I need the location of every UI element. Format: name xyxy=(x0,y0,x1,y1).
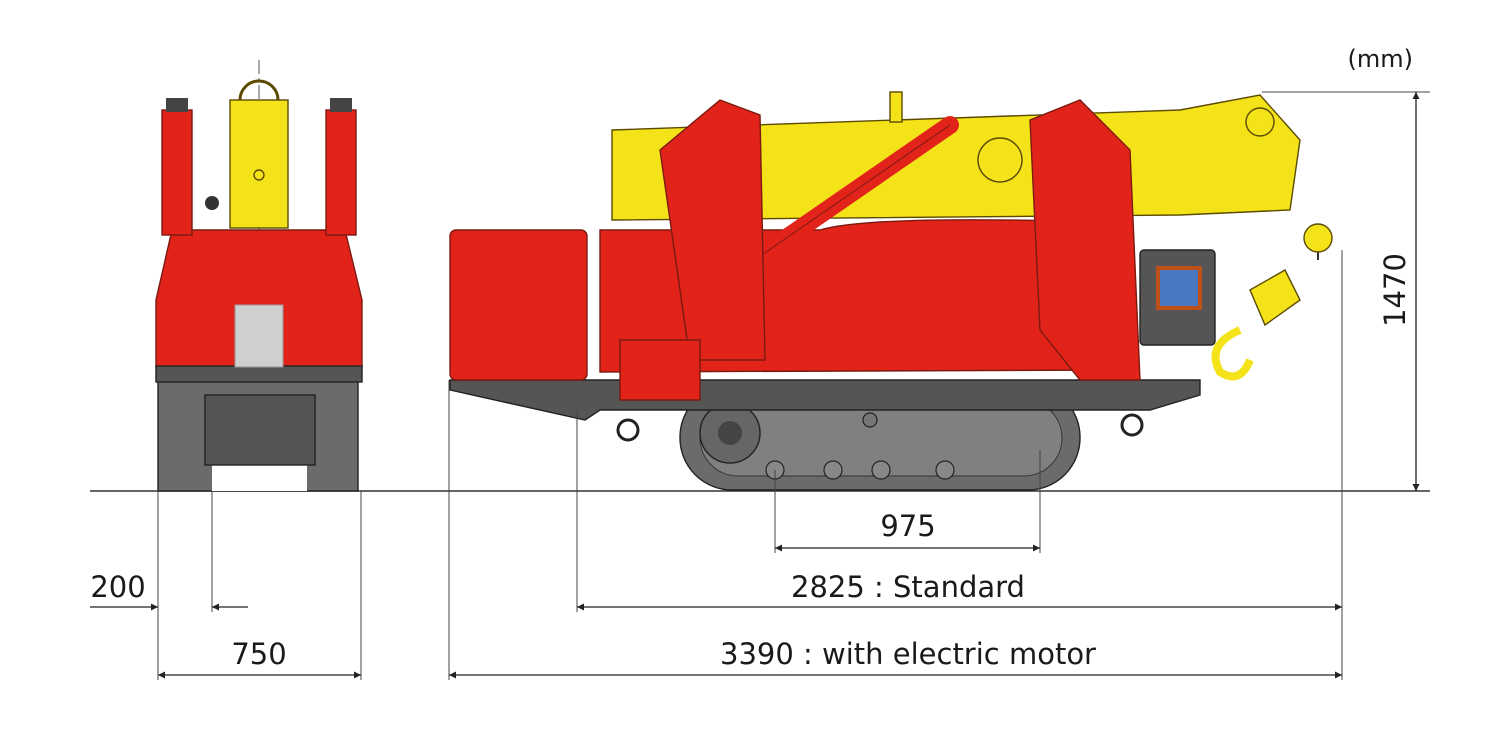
wheelbase-dim-label: 975 xyxy=(880,509,935,543)
side-front-outrigger xyxy=(659,99,766,361)
front-boom-pin xyxy=(253,169,265,181)
front-view xyxy=(155,60,363,492)
side-hook-sheave xyxy=(1303,223,1333,253)
front-right-outrigger xyxy=(325,109,357,236)
side-sprocket-hub xyxy=(718,421,742,445)
side-rear-shackle xyxy=(1120,413,1144,437)
front-grey-panel xyxy=(234,304,284,368)
side-hook xyxy=(1211,326,1254,381)
dimension-annotations: (mm) 1470 975 2825 : Standard 3390 : wit… xyxy=(90,45,1430,680)
side-boom-lug xyxy=(889,91,903,123)
front-boom xyxy=(229,99,289,229)
side-boom-pivot xyxy=(977,137,1023,183)
side-rear-outrigger xyxy=(1029,99,1141,381)
height-dim-label: 1470 xyxy=(1378,253,1412,327)
standard-dim-label: 2825 : Standard xyxy=(791,570,1025,604)
side-roller-2 xyxy=(823,460,843,480)
side-view xyxy=(449,91,1333,491)
side-front-shackle xyxy=(616,418,640,442)
side-roller-3 xyxy=(871,460,891,480)
offset-dim-label: 200 xyxy=(90,570,145,604)
front-knob xyxy=(205,196,219,210)
front-right-outrigger-top xyxy=(330,98,352,112)
front-undercarriage xyxy=(204,394,316,466)
front-left-outrigger xyxy=(161,109,193,236)
side-upper-roller xyxy=(862,412,878,428)
width-dim-label: 750 xyxy=(231,637,286,671)
electric-dim-label: 3390 : with electric motor xyxy=(720,637,1096,671)
side-hook-block xyxy=(1249,269,1301,327)
side-boom-sheave xyxy=(1245,107,1275,137)
front-body-base xyxy=(155,365,363,383)
side-electric-motor-box xyxy=(449,229,588,381)
units-label: (mm) xyxy=(1348,45,1413,73)
side-front-outrigger-foot xyxy=(619,339,701,401)
side-boom-cylinder-rod xyxy=(739,124,951,271)
side-motor-blue-panel xyxy=(1156,266,1202,310)
front-left-outrigger-top xyxy=(166,98,188,112)
front-boom-hook-ring xyxy=(238,79,280,101)
side-roller-4 xyxy=(935,460,955,480)
